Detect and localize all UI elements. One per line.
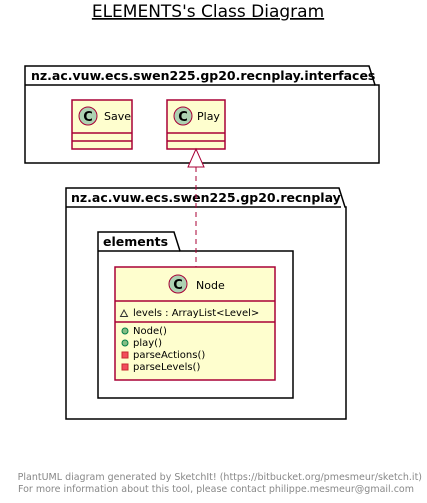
class-save-badge-icon [78, 106, 98, 126]
footer-line-2: For more information about this tool, pl… [18, 484, 414, 495]
footer-line-1: PlantUML diagram generated by SketchIt! … [18, 472, 422, 483]
visibility-private-icon [121, 351, 129, 359]
class-node-attribute-levels: levels : ArrayList<Level> [133, 308, 259, 319]
class-save-name: Save [104, 110, 131, 123]
class-play-badge-icon [173, 106, 193, 126]
class-node-badge-icon [168, 274, 188, 294]
class-play[interactable]: C Play [166, 99, 226, 150]
realization-arrowhead-icon [187, 147, 205, 168]
relation-node-realizes-play [187, 147, 205, 267]
visibility-public-icon [121, 327, 129, 335]
class-node-method-play: play() [133, 338, 162, 349]
class-node-box [114, 266, 276, 381]
class-node-method-parselevels: parseLevels() [133, 362, 200, 373]
package-elements-label: elements [103, 234, 168, 249]
diagram-title: ELEMENTS's Class Diagram [92, 2, 324, 22]
visibility-public-icon [121, 339, 129, 347]
class-play-name: Play [197, 110, 220, 123]
class-save[interactable]: C Save [71, 99, 133, 150]
class-save-badge-letter: C [83, 110, 93, 125]
class-node[interactable]: C Node levels : ArrayList<Level> Node() … [114, 266, 276, 381]
class-node-method-parseactions: parseActions() [133, 350, 205, 361]
class-node-name: Node [196, 279, 225, 292]
class-node-badge-letter: C [173, 278, 183, 293]
class-play-badge-letter: C [178, 110, 188, 125]
package-interfaces-label: nz.ac.vuw.ecs.swen225.gp20.recnplay.inte… [31, 68, 375, 83]
visibility-private-icon [121, 363, 129, 371]
class-node-method-node: Node() [133, 326, 167, 337]
package-recnplay-label: nz.ac.vuw.ecs.swen225.gp20.recnplay [71, 190, 341, 205]
visibility-package-triangle-icon [119, 308, 129, 317]
